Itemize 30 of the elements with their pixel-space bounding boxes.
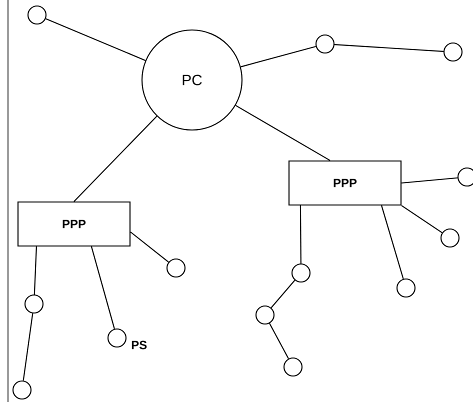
connector-line [46, 18, 146, 61]
connector-line [34, 246, 37, 294]
connector-line [240, 46, 316, 68]
connector-line [300, 206, 302, 264]
connector-line [74, 116, 158, 202]
connector-line [130, 232, 169, 262]
connector-line [235, 104, 330, 161]
node-circle [291, 263, 311, 283]
node-circle [27, 5, 47, 25]
connector-line [381, 205, 404, 279]
node-circle [107, 328, 127, 348]
node-circle [315, 34, 335, 54]
node-circle [283, 357, 303, 377]
node-circle [24, 294, 44, 314]
node-circle [443, 42, 463, 62]
connector-line [269, 323, 289, 359]
process-box: PPP [17, 201, 131, 247]
node-circle [396, 278, 416, 298]
node-circle [440, 228, 460, 248]
connector-line [401, 205, 442, 234]
node-circle [255, 305, 275, 325]
node-circle [166, 258, 186, 278]
connector-line [334, 44, 444, 52]
connector-line [22, 313, 34, 381]
process-box: PPP [288, 160, 402, 206]
node-circle [12, 380, 32, 400]
connector-line [402, 177, 458, 184]
node-label: PS [132, 340, 147, 350]
connector-line [270, 280, 296, 308]
connector-line [90, 246, 115, 329]
